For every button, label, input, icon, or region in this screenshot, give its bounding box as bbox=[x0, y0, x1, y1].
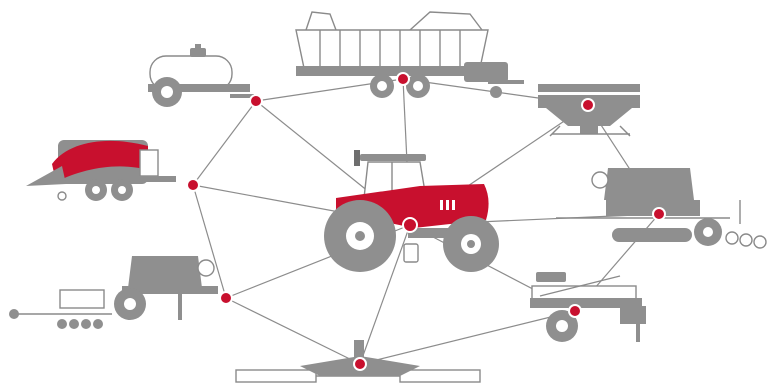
connection-nodes bbox=[186, 72, 666, 371]
water-tank-trailer-icon bbox=[148, 44, 254, 107]
square-baler-icon bbox=[26, 140, 176, 201]
forage-wagon-icon bbox=[295, 11, 524, 98]
link-baler-planter bbox=[192, 184, 227, 299]
node-mower bbox=[353, 357, 367, 371]
field-sprayer-icon bbox=[530, 272, 646, 342]
node-planter bbox=[219, 291, 233, 305]
node-tank bbox=[249, 94, 263, 108]
seed-drill-icon bbox=[556, 168, 767, 249]
link-tank-baler bbox=[192, 100, 257, 186]
node-spreader bbox=[581, 98, 595, 112]
link-planter-mower bbox=[225, 297, 361, 365]
link-tractor-mower bbox=[359, 224, 411, 365]
node-seed-drill bbox=[652, 207, 666, 221]
row-planter-icon bbox=[9, 256, 218, 329]
tractor-icon bbox=[324, 150, 499, 272]
link-sprayer-mower bbox=[359, 310, 576, 365]
node-sprayer bbox=[568, 304, 582, 318]
node-forage bbox=[396, 72, 410, 86]
node-baler bbox=[186, 178, 200, 192]
node-tractor bbox=[402, 217, 418, 233]
fertilizer-spreader-icon bbox=[538, 84, 640, 137]
